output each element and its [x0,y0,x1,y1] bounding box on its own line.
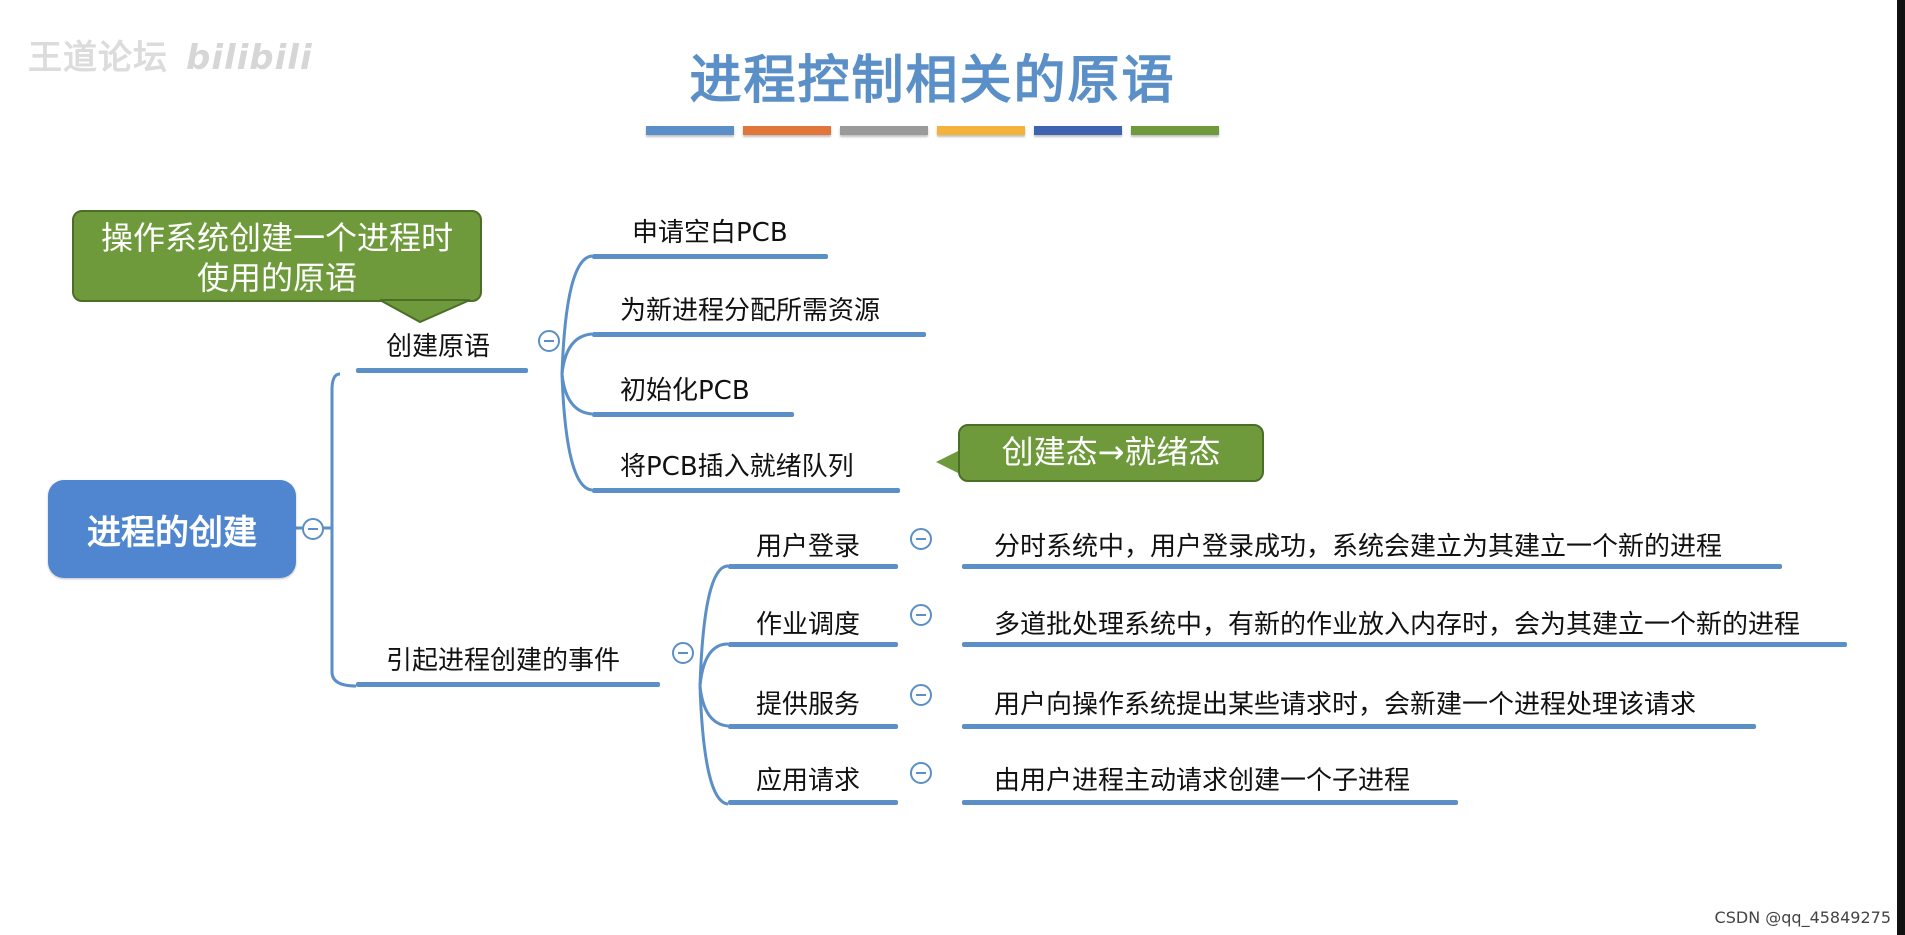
color-bar-segment [840,126,928,135]
create-primitive-callout: 操作系统创建一个进程时使用的原语 [72,210,482,302]
event-description: 分时系统中，用户登录成功，系统会建立为其建立一个新的进程 [994,532,1723,562]
event-description: 由用户进程主动请求创建一个子进程 [994,766,1411,796]
event-description: 多道批处理系统中，有新的作业放入内存时，会为其建立一个新的进程 [994,610,1801,640]
event-underline [728,642,898,647]
root-node[interactable]: 进程的创建 [48,480,296,578]
event-name[interactable]: 应用请求 [756,766,861,796]
event-underline [728,724,898,729]
bilibili-logo: bilibili [186,38,313,78]
color-bar-segment [1131,126,1219,135]
events-label[interactable]: 引起进程创建的事件 [386,646,621,676]
collapse-icon[interactable] [302,518,324,540]
color-bar-segment [646,126,734,135]
create-primitive-label[interactable]: 创建原语 [386,332,491,362]
connector-step-1 [560,254,593,375]
step-item[interactable]: 申请空白PCB [632,218,788,248]
connector-step-2 [560,332,593,375]
color-bar-segment [937,126,1025,135]
callout-text: 操作系统创建一个进程时使用的原语 [100,219,453,297]
event-description-underline [962,800,1458,805]
event-description: 用户向操作系统提出某些请求时，会新建一个进程处理该请求 [994,690,1697,720]
connector-event-4 [698,685,729,806]
connector-event-1 [698,564,729,687]
event-name[interactable]: 作业调度 [756,610,861,640]
event-description-underline [962,724,1756,729]
screen-edge [1897,0,1905,935]
watermark-text: 王道论坛 [28,38,168,78]
event-underline [728,564,898,569]
page-title: 进程控制相关的原语 [689,51,1176,111]
collapse-icon[interactable] [910,528,932,550]
connector-trunk [330,372,357,688]
collapse-icon[interactable] [910,762,932,784]
collapse-icon[interactable] [672,642,694,664]
collapse-icon[interactable] [910,604,932,626]
state-transition-callout: 创建态→就绪态 [958,424,1264,482]
collapse-icon[interactable] [538,330,560,352]
events-underline [356,682,660,687]
create-primitive-underline [356,368,528,373]
connector-step-4 [560,373,593,492]
csdn-credit: CSDN @qq_45849275 [1714,908,1891,927]
event-name[interactable]: 用户登录 [756,532,861,562]
step-underline [592,254,828,259]
step-underline [592,332,926,337]
step-underline [592,412,794,417]
event-description-underline [962,642,1847,647]
step-item[interactable]: 初始化PCB [620,376,750,406]
color-bar-segment [743,126,831,135]
event-description-underline [962,564,1782,569]
collapse-icon[interactable] [910,684,932,706]
step-item[interactable]: 为新进程分配所需资源 [620,296,881,326]
connector-event-2 [698,642,729,687]
step-underline [592,488,900,493]
color-bar-segment [1034,126,1122,135]
watermark-logo: 王道论坛 bilibili [28,30,313,79]
step-item[interactable]: 将PCB插入就绪队列 [620,452,854,482]
event-name[interactable]: 提供服务 [756,690,861,720]
event-underline [728,800,898,805]
